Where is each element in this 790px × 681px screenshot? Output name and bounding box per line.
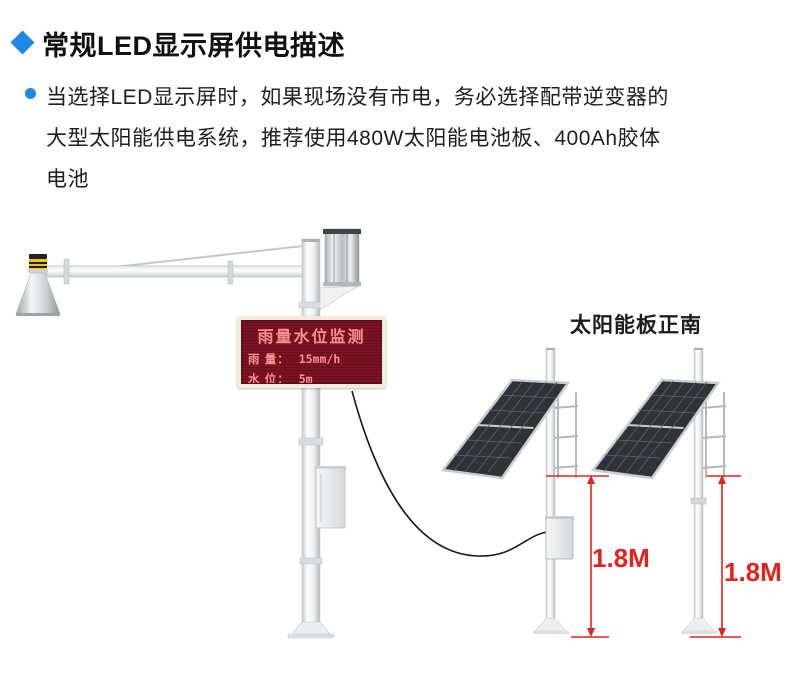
led-row-value: 5m xyxy=(298,372,313,384)
solar-assembly-left xyxy=(440,347,579,634)
solar-panel-icon xyxy=(590,378,721,480)
dimension-line-left xyxy=(546,475,609,638)
solar-panel-orientation-label: 太阳能板正南 xyxy=(570,314,702,337)
signal-cable xyxy=(351,390,548,557)
led-display-row-rainfall: 雨 量： 15mm/h xyxy=(248,351,375,367)
led-screen: 雨量水位监测 雨 量： 15mm/h 水 位： 5m xyxy=(241,320,382,384)
cantilever-arm xyxy=(43,244,313,285)
led-display-row-waterlevel: 水 位： 5m xyxy=(248,371,375,384)
description-line: 当选择LED显示屏时，如果现场没有市电，务必选择配带逆变器的 xyxy=(46,86,669,109)
led-display-title: 雨量水位监测 xyxy=(257,329,366,346)
solar-panel-icon xyxy=(440,378,571,480)
rain-gauge-icon xyxy=(319,228,361,311)
led-row-value: 15mm/h xyxy=(298,352,341,366)
equipment-box xyxy=(315,466,346,529)
dimension-label-left: 1.8M xyxy=(592,543,650,573)
installation-diagram: 雨量水位监测 雨 量： 15mm/h 水 位： 5m 太阳能板正南 1.8M 1… xyxy=(0,210,790,681)
solar-assembly-right xyxy=(590,347,727,634)
dimension-label-right: 1.8M xyxy=(724,557,782,587)
led-row-label: 水 位： xyxy=(248,374,290,384)
led-row-label: 雨 量： xyxy=(248,354,290,366)
description-line: 大型太阳能供电系统，推荐使用480W太阳能电池板、400Ah胶体 xyxy=(46,127,661,150)
diamond-bullet-icon xyxy=(10,30,35,55)
radar-level-sensor-icon xyxy=(15,254,61,316)
dot-bullet-icon xyxy=(25,88,36,99)
diagram-graphics xyxy=(15,228,741,639)
description-line: 电池 xyxy=(46,168,89,191)
section-title: 常规LED显示屏供电描述 xyxy=(42,31,345,61)
led-display: 雨量水位监测 雨 量： 15mm/h 水 位： 5m xyxy=(237,316,386,388)
dimension-line-right xyxy=(690,475,741,638)
